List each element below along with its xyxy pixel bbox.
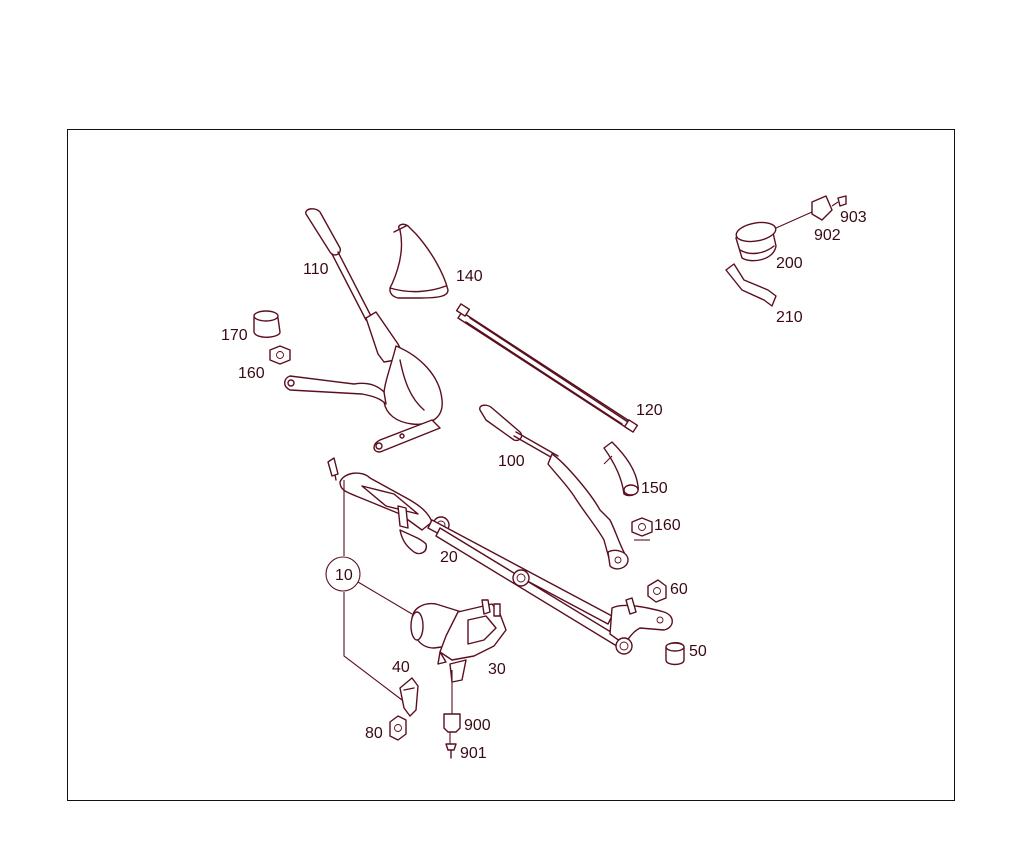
label-160-right: 160 xyxy=(654,517,681,534)
label-10: 10 xyxy=(335,567,353,584)
label-60: 60 xyxy=(670,581,688,598)
label-140: 140 xyxy=(456,268,483,285)
label-120: 120 xyxy=(636,402,663,419)
part-200-motor[interactable] xyxy=(735,220,778,262)
part-170-cap[interactable] xyxy=(253,310,281,338)
part-40-bracket[interactable] xyxy=(399,677,419,717)
label-903: 903 xyxy=(840,209,867,226)
part-901-screw[interactable] xyxy=(445,743,457,759)
part-900-connector[interactable] xyxy=(443,713,461,733)
part-120-wiper-blade[interactable] xyxy=(455,303,639,433)
label-80: 80 xyxy=(365,725,383,742)
label-901: 901 xyxy=(460,745,487,762)
diagram-frame xyxy=(67,129,955,801)
label-110: 110 xyxy=(303,261,329,278)
callout-circle-10 xyxy=(325,556,361,592)
part-20-linkage[interactable] xyxy=(327,457,673,655)
part-110-wiper-arm[interactable] xyxy=(284,208,443,453)
part-100-wiper-arm[interactable] xyxy=(479,404,629,570)
part-30-wiper-motor[interactable] xyxy=(410,599,507,683)
label-150: 150 xyxy=(641,480,668,497)
label-200: 200 xyxy=(776,255,803,272)
label-100: 100 xyxy=(498,453,525,470)
label-30: 30 xyxy=(488,661,506,678)
part-60-nut[interactable] xyxy=(647,579,667,603)
part-150-clip[interactable] xyxy=(603,441,639,497)
part-50-rubber-mount[interactable] xyxy=(665,642,685,666)
part-210-bracket[interactable] xyxy=(725,263,777,307)
part-80-nut[interactable] xyxy=(389,715,407,741)
leader-lines xyxy=(343,201,839,744)
label-900: 900 xyxy=(464,717,491,734)
label-902: 902 xyxy=(814,227,841,244)
part-903-pin[interactable] xyxy=(837,195,847,207)
label-160-left: 160 xyxy=(238,365,265,382)
part-160-nut-right[interactable] xyxy=(631,517,653,537)
label-40: 40 xyxy=(392,659,410,676)
label-170: 170 xyxy=(221,327,248,344)
label-50: 50 xyxy=(689,643,707,660)
part-140-cover[interactable] xyxy=(389,223,449,299)
part-160-nut-left[interactable] xyxy=(269,345,291,365)
part-902-connector[interactable] xyxy=(811,195,833,221)
label-210: 210 xyxy=(776,309,803,326)
label-20: 20 xyxy=(440,549,458,566)
